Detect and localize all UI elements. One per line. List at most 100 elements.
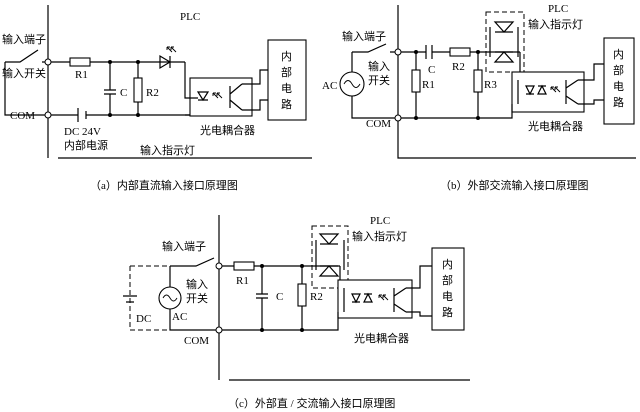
opto-to-circuit-c [406,265,432,317]
input-switch-label-c-0: 输入 [186,277,208,291]
com-terminal-c [215,326,223,334]
opto-diode-a [196,91,210,102]
caption-a: （a）内部直流输入接口原理图 [90,178,238,192]
plc-label-c: PLC [370,215,390,227]
internal-circuit-a [267,39,307,121]
diagram-a-dc-internal: PLC 输入端子 输入开关 COM R1 C R2 光电耦合器 [2,5,312,192]
r1-label-b: R1 [422,79,435,91]
c-label-c: C [276,291,283,303]
input-terminal-label-a: 输入端子 [2,32,46,46]
indicator-label-c: 输入指示灯 [352,229,407,243]
dc-source-c [123,295,137,303]
resistor-r3-b [473,69,483,93]
internal-circuit-b-1: 部 [613,63,624,77]
opto-to-circuit-b [578,63,604,105]
com-terminal-b [394,114,402,122]
resistor-r1-b [411,69,421,93]
junctions-b [414,50,480,120]
input-switch-label-a: 输入开关 [2,66,46,80]
capacitor-c-a [104,62,116,115]
indicator-led-b-2 [493,51,515,63]
optocoupler-label-b: 光电耦合器 [528,119,583,133]
indicator-led-b-1 [493,21,515,33]
optocoupler-label-c: 光电耦合器 [354,331,409,345]
input-switch-label-b-0: 输入 [368,59,390,73]
ac-wires-c [169,266,219,331]
indicator-box-c [311,225,349,289]
opto-diodes-b [517,80,547,104]
capacitor-c-c [256,266,268,330]
input-terminal-c [215,262,223,270]
plc-boundary-a [47,5,312,159]
opto-to-circuit-a [242,69,268,111]
r2-label-c: R2 [310,291,323,303]
internal-circuit-c-1: 部 [442,273,453,287]
dc-dashed-loop-c [129,265,170,331]
r2-label-a: R2 [146,87,159,99]
input-terminal-a [44,58,52,66]
diagram-b-ac-external: PLC 输入指示灯 输入端子 输入 开关 AC COM C R2 R1 R3 [322,3,636,192]
input-switch-c [170,257,222,267]
input-terminal-b [394,48,402,56]
opto-transistor-a [229,83,243,111]
internal-circuit-b-3: 路 [613,96,624,109]
ac-wave-b [343,80,361,88]
optocoupler-b [511,71,585,113]
junctions-a [108,60,140,117]
indicator-label-b: 输入指示灯 [528,17,583,31]
dc-label-c: DC [136,313,151,325]
resistor-r2-a [133,77,143,103]
opto-transistor-c [393,287,407,313]
input-terminal-label-b: 输入端子 [342,29,386,43]
plc-boundary-b [397,5,636,159]
internal-circuit-a-3: 路 [281,98,292,111]
c-label-b: C [428,64,435,76]
opto-wires-b [486,52,521,119]
indicator-box-b [485,11,525,73]
opto-transistor-b [565,79,579,105]
optocoupler-label-a: 光电耦合器 [200,123,255,137]
internal-circuit-a-2: 电 [281,82,292,95]
plc-label-a: PLC [180,11,200,23]
ac-label-c: AC [172,311,187,323]
indicator-label-a: 输入指示灯 [140,143,195,157]
dc-source-a [77,108,87,122]
diagram-c-dc-ac-external: PLC 输入指示灯 输入端子 输入 开关 DC AC COM R1 C R2 [123,215,470,410]
input-terminal-label-c: 输入端子 [162,239,206,253]
ac-label-b: AC [322,80,337,92]
internal-circuit-a-0: 内 [281,49,292,63]
ac-loop-b [351,43,398,119]
junctions-c [260,264,304,332]
c-label-a: C [120,87,127,99]
com-label-b: COM [366,118,391,130]
r2-label-b: R2 [452,61,465,73]
input-switch-a [5,49,48,63]
indicator-wires-c [315,240,345,270]
indicator-led-c-1 [318,233,340,245]
plc-label-b: PLC [548,3,568,15]
resistor-r1-a [69,57,91,67]
capacitor-c-b [425,45,433,59]
internal-circuit-c-3: 路 [442,306,453,319]
optocoupler-c [337,279,413,319]
internal-circuit-c-2: 电 [442,290,453,303]
r3-label-b: R3 [484,79,497,91]
switch-loop-a [4,62,48,116]
internal-circuit-c [431,247,465,331]
internal-power-label-a: 内部电源 [64,138,108,152]
caption-c: （c）外部直 / 交流输入接口原理图 [228,396,395,410]
r1-label-a: R1 [75,69,88,81]
resistor-r2-b [449,47,471,57]
caption-b: （b）外部交流输入接口原理图 [440,178,589,192]
input-switch-label-c-1: 开关 [186,291,208,305]
dc-label-a: DC 24V [64,126,101,138]
com-terminal-a [44,111,52,119]
resistor-r1-c [233,261,255,271]
ac-wave-c [162,294,178,302]
opto-diodes-c [343,288,373,312]
internal-circuit-b-2: 电 [613,80,624,93]
input-switch-label-b-1: 开关 [368,73,390,87]
internal-circuit-c-0: 内 [442,257,453,271]
